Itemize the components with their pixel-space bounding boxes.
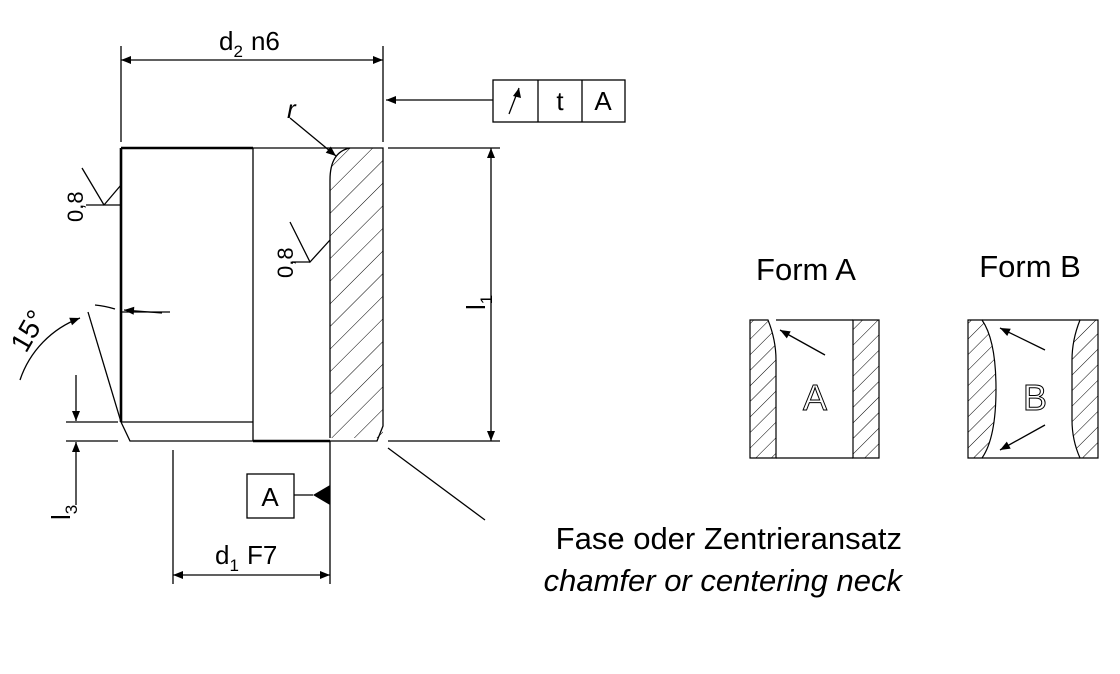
l3-subscript: 3	[62, 505, 81, 514]
d2-subscript: 2	[233, 42, 242, 61]
l1-subscript: 1	[477, 295, 496, 304]
roughness-value-outer: 0,8	[63, 191, 88, 222]
d2-dimension: d2 n6	[120, 26, 384, 142]
tolerance-value: t	[556, 86, 564, 116]
l3-symbol: l	[46, 514, 76, 520]
datum-triangle-icon	[313, 485, 330, 505]
form-a-title: Form A	[756, 252, 856, 287]
hatched-wall	[330, 148, 383, 438]
callout-english: chamfer or centering neck	[544, 563, 904, 598]
datum-feature: A	[246, 473, 330, 519]
tolerance-frame: t A	[386, 79, 626, 123]
form-b-title: Form B	[979, 249, 1081, 284]
form-b-letter: B	[1023, 377, 1047, 418]
d2-symbol: d	[219, 26, 233, 56]
inner-wall-line	[329, 147, 351, 438]
runout-arrow-icon	[508, 87, 521, 115]
form-b-right-wall	[1071, 319, 1099, 459]
form-a: Form A A	[749, 252, 880, 459]
radius-leader	[289, 117, 337, 157]
form-b-arrow-top-icon	[999, 327, 1046, 351]
svg-text:l1: l1	[461, 295, 496, 310]
roughness-value-bore: 0,8	[273, 247, 298, 278]
d1-dimension: d1 F7	[172, 441, 331, 584]
form-a-letter: A	[803, 377, 827, 418]
svg-text:l3: l3	[46, 505, 81, 520]
form-b-left-wall	[967, 319, 997, 459]
radius-label: r	[287, 94, 297, 124]
datum-letter: A	[261, 482, 279, 512]
d1-subscript: 1	[229, 556, 238, 575]
callout-german: Fase oder Zentrieransatz	[556, 521, 902, 556]
form-a-right-wall	[852, 319, 880, 459]
roughness-symbol-bore: 0,8	[273, 221, 331, 278]
form-a-left-wall	[749, 319, 777, 459]
roughness-symbol-outer: 0,8	[63, 167, 122, 222]
form-b-arrow-bottom-icon	[999, 424, 1046, 451]
angle-label: 15°	[4, 305, 52, 357]
form-b: Form B B	[967, 249, 1099, 459]
d2-tolerance: n6	[251, 26, 280, 56]
l1-dimension: l1	[388, 147, 500, 442]
chamfer-callout: Fase oder Zentrieransatz chamfer or cent…	[387, 447, 904, 598]
l1-symbol: l	[461, 304, 491, 310]
tolerance-datum: A	[594, 86, 612, 116]
form-a-arrow-icon	[779, 329, 826, 356]
l3-dimension: l3	[46, 375, 118, 520]
d1-tolerance: F7	[247, 540, 277, 570]
angle-dimension: 15°	[4, 304, 170, 423]
bushing-section: r	[119, 94, 384, 443]
d1-symbol: d	[215, 540, 229, 570]
